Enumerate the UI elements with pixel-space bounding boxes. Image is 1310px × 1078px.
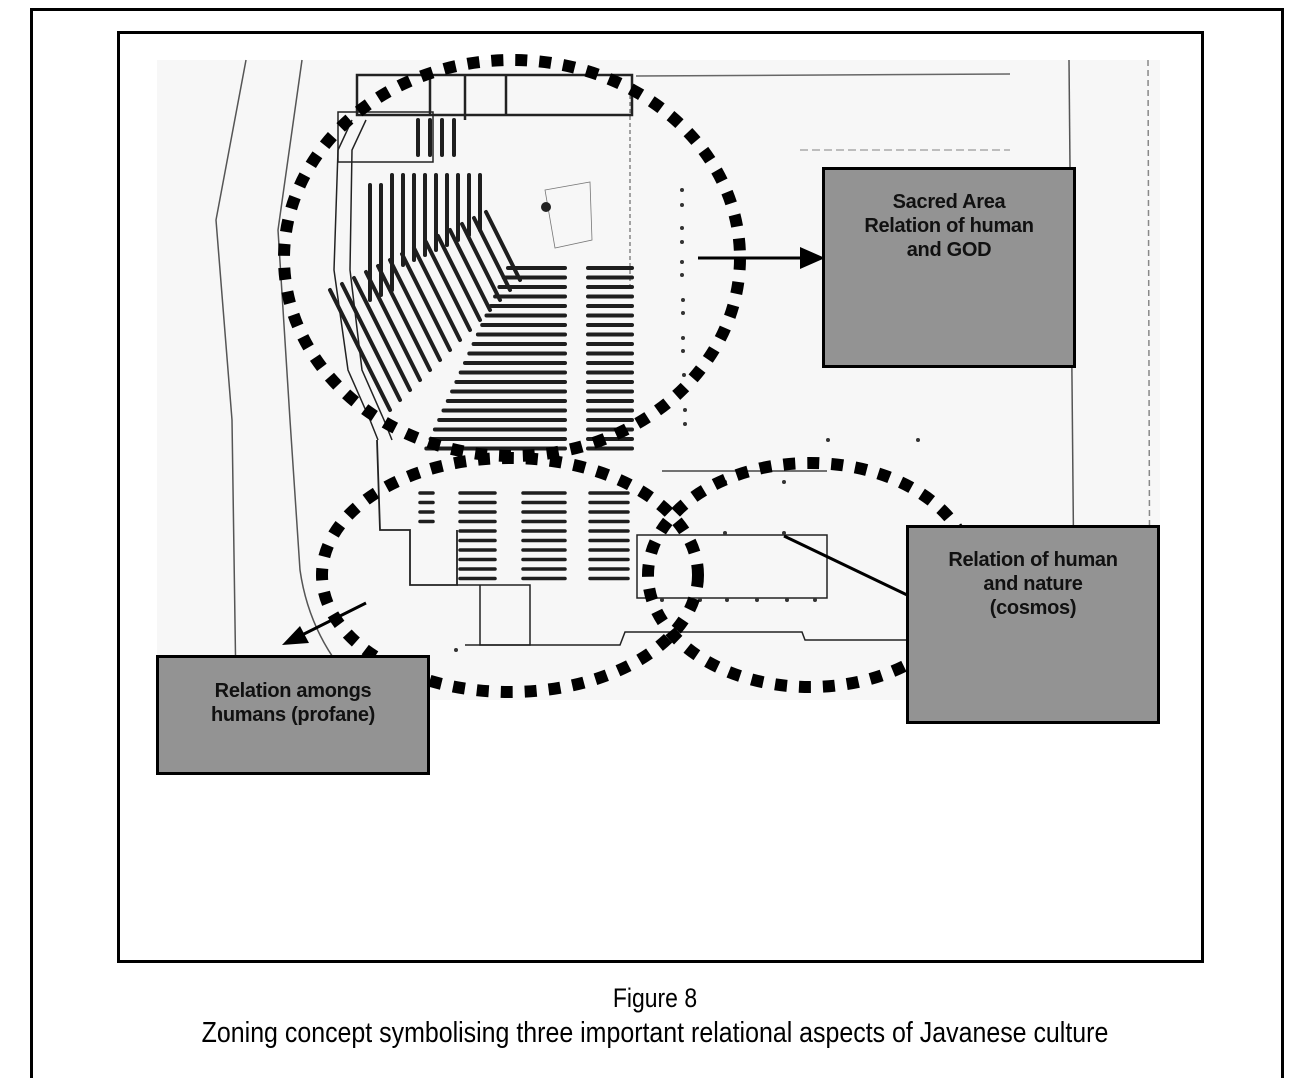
pew xyxy=(448,228,492,312)
column-dot xyxy=(681,349,685,353)
column-dots xyxy=(454,188,920,652)
profane-arrow-head xyxy=(282,626,309,645)
column-dot xyxy=(755,598,759,602)
figure-caption: Zoning concept symbolising three importa… xyxy=(201,1017,1109,1049)
column-dot xyxy=(682,373,686,377)
column-dot xyxy=(916,438,920,442)
profane-relation-label-box: Relation amongs humans (profane) xyxy=(156,655,430,775)
column-dot xyxy=(681,336,685,340)
pew xyxy=(460,222,502,302)
column-dot xyxy=(680,203,684,207)
profane-label-line-1: Relation amongs xyxy=(214,680,372,702)
sacred-arrow-head xyxy=(800,247,825,269)
column-dot xyxy=(683,422,687,426)
figure-number: Figure 8 xyxy=(612,983,698,1013)
column-dot xyxy=(680,240,684,244)
column-dot xyxy=(454,648,458,652)
column-dot xyxy=(782,480,786,484)
pew xyxy=(412,246,462,342)
column-dot xyxy=(680,226,684,230)
sacred-label-line-1: Sacred Area xyxy=(892,191,1006,213)
sacred-label-line-2: Relation of human xyxy=(864,215,1034,237)
pew xyxy=(436,234,482,322)
page-border xyxy=(30,8,1284,1078)
profane-label-line-2: humans (profane) xyxy=(210,704,376,726)
nature-arrow-shaft xyxy=(783,534,929,607)
column-dot xyxy=(813,598,817,602)
pew xyxy=(388,258,442,362)
pew xyxy=(328,288,392,412)
column-dot xyxy=(681,298,685,302)
sacred-label-line-3: and GOD xyxy=(906,239,992,261)
column-dot xyxy=(782,531,786,535)
column-dot xyxy=(826,438,830,442)
sacred-area-label-box: Sacred Area Relation of human and GOD xyxy=(822,167,1076,368)
nature-label-line-3: (cosmos) xyxy=(989,597,1077,619)
column-dot xyxy=(681,311,685,315)
column-dot xyxy=(680,260,684,264)
column-dot xyxy=(723,531,727,535)
pew-rows xyxy=(328,118,634,581)
nature-relation-label-box: Relation of human and nature (cosmos) xyxy=(906,525,1160,724)
pew xyxy=(424,240,472,332)
column-dot xyxy=(660,598,664,602)
nature-label-line-1: Relation of human xyxy=(948,549,1118,571)
column-dot xyxy=(683,408,687,412)
profane-zone-outline xyxy=(316,452,704,698)
column-dot xyxy=(680,188,684,192)
column-dot xyxy=(725,598,729,602)
altar-mark xyxy=(541,202,551,212)
pew xyxy=(352,276,412,392)
pew xyxy=(340,282,402,402)
pew xyxy=(364,270,422,382)
column-dot xyxy=(680,273,684,277)
pew xyxy=(376,264,432,372)
column-dot xyxy=(785,598,789,602)
pew xyxy=(400,252,452,352)
profane-arrow-shaft xyxy=(299,601,367,638)
nature-label-line-2: and nature xyxy=(983,573,1083,595)
